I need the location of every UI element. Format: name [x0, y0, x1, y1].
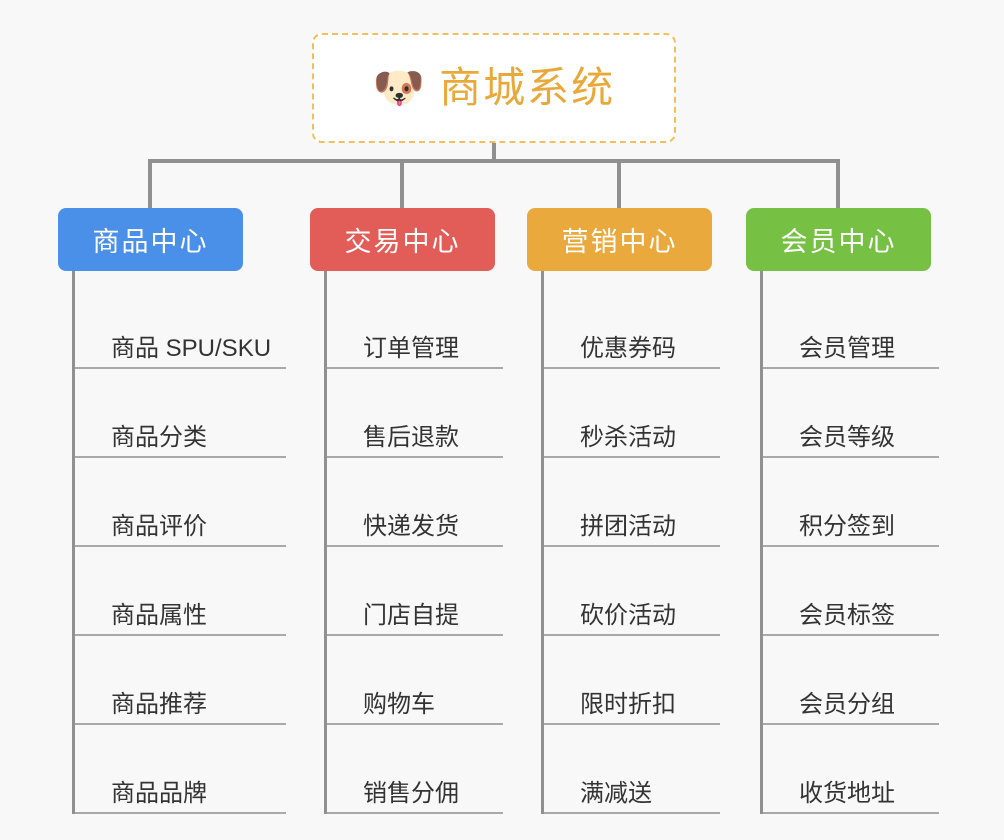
leaf-list-marketing-center: 优惠券码 秒杀活动 拼团活动 砍价活动 限时折扣 满减送	[541, 271, 743, 814]
list-item[interactable]: 门店自提	[327, 547, 503, 636]
leaf-label: 商品 SPU/SKU	[111, 334, 272, 362]
branch-header-member-center[interactable]: 会员中心	[746, 208, 931, 271]
connector-drop-4	[836, 159, 840, 208]
branch-header-marketing-center[interactable]: 营销中心	[527, 208, 712, 271]
list-item[interactable]: 会员分组	[763, 636, 939, 725]
list-item[interactable]: 订单管理	[327, 280, 503, 369]
list-item[interactable]: 商品属性	[75, 547, 286, 636]
leaf-label: 快递发货	[363, 512, 459, 540]
list-item[interactable]: 会员标签	[763, 547, 939, 636]
leaf-list-product-center: 商品 SPU/SKU 商品分类 商品评价 商品属性 商品推荐 商品品牌	[72, 271, 308, 814]
list-item[interactable]: 限时折扣	[544, 636, 720, 725]
page-title: 商城系统	[439, 64, 616, 111]
list-item[interactable]: 会员管理	[763, 280, 939, 369]
leaf-label: 商品品牌	[111, 779, 207, 807]
list-item[interactable]: 积分签到	[763, 458, 939, 547]
leaf-label: 拼团活动	[580, 512, 676, 540]
leaf-label: 商品分类	[111, 423, 207, 451]
list-item[interactable]: 会员等级	[763, 369, 939, 458]
leaf-label: 会员等级	[799, 423, 895, 451]
connector-drop-2	[400, 159, 404, 208]
leaf-label: 销售分佣	[363, 779, 459, 807]
branch-header-trade-center[interactable]: 交易中心	[310, 208, 495, 271]
list-item[interactable]: 优惠券码	[544, 280, 720, 369]
leaf-label: 售后退款	[363, 423, 459, 451]
branch-member-center: 会员中心 会员管理 会员等级 积分签到 会员标签 会员分组 收货地址	[746, 208, 962, 814]
list-item[interactable]: 商品 SPU/SKU	[75, 280, 286, 369]
list-item[interactable]: 拼团活动	[544, 458, 720, 547]
leaf-label: 门店自提	[363, 601, 459, 629]
list-item[interactable]: 秒杀活动	[544, 369, 720, 458]
root-node[interactable]: 🐶 商城系统	[312, 33, 676, 143]
leaf-label: 购物车	[363, 690, 435, 718]
list-item[interactable]: 售后退款	[327, 369, 503, 458]
leaf-label: 订单管理	[363, 334, 459, 362]
leaf-label: 优惠券码	[580, 334, 676, 362]
leaf-list-trade-center: 订单管理 售后退款 快递发货 门店自提 购物车 销售分佣	[324, 271, 526, 814]
connector-horizontal-bus	[148, 159, 840, 163]
leaf-label: 积分签到	[799, 512, 895, 540]
connector-root-stem	[492, 143, 496, 163]
list-item[interactable]: 收货地址	[763, 725, 939, 814]
leaf-label: 会员标签	[799, 601, 895, 629]
leaf-label: 秒杀活动	[580, 423, 676, 451]
leaf-label: 商品评价	[111, 512, 207, 540]
connector-drop-3	[617, 159, 621, 208]
leaf-label: 会员分组	[799, 690, 895, 718]
leaf-label: 商品属性	[111, 601, 207, 629]
leaf-label: 收货地址	[799, 779, 895, 807]
list-item[interactable]: 砍价活动	[544, 547, 720, 636]
leaf-label: 商品推荐	[111, 690, 207, 718]
list-item[interactable]: 商品评价	[75, 458, 286, 547]
leaf-label: 会员管理	[799, 334, 895, 362]
list-item[interactable]: 购物车	[327, 636, 503, 725]
dog-face-icon: 🐶	[372, 64, 426, 111]
leaf-label: 限时折扣	[580, 690, 676, 718]
branch-marketing-center: 营销中心 优惠券码 秒杀活动 拼团活动 砍价活动 限时折扣 满减送	[527, 208, 743, 814]
branch-header-product-center[interactable]: 商品中心	[58, 208, 243, 271]
list-item[interactable]: 商品推荐	[75, 636, 286, 725]
list-item[interactable]: 商品分类	[75, 369, 286, 458]
branch-trade-center: 交易中心 订单管理 售后退款 快递发货 门店自提 购物车 销售分佣	[310, 208, 526, 814]
list-item[interactable]: 商品品牌	[75, 725, 286, 814]
leaf-list-member-center: 会员管理 会员等级 积分签到 会员标签 会员分组 收货地址	[760, 271, 962, 814]
leaf-label: 满减送	[580, 779, 652, 807]
leaf-label: 砍价活动	[580, 601, 676, 629]
connector-drop-1	[148, 159, 152, 208]
list-item[interactable]: 销售分佣	[327, 725, 503, 814]
branch-product-center: 商品中心 商品 SPU/SKU 商品分类 商品评价 商品属性 商品推荐 商品品牌	[58, 208, 308, 814]
list-item[interactable]: 快递发货	[327, 458, 503, 547]
list-item[interactable]: 满减送	[544, 725, 720, 814]
